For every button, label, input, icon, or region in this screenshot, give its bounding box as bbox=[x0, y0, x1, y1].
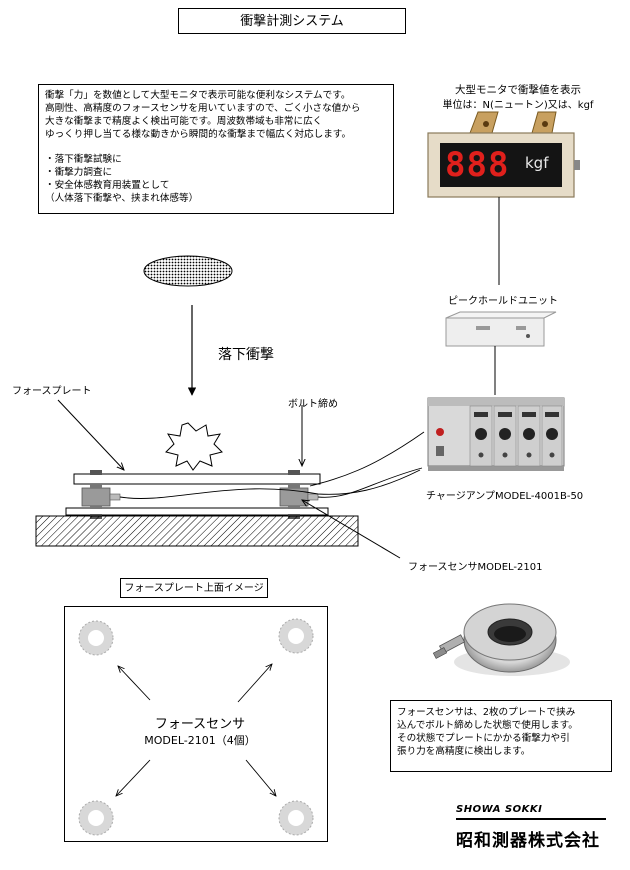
bottom-plate bbox=[65, 507, 329, 516]
sensor-center-label: フォースセンサ bbox=[154, 717, 246, 732]
company-logo bbox=[456, 818, 606, 820]
ground-base bbox=[35, 515, 359, 547]
arrow-to-bottom-left bbox=[116, 759, 151, 796]
sensor-note-line: その状態でプレートにかかる衝撃力や引 bbox=[397, 733, 570, 744]
monitor-unit-caption: 単位は：N(ニュートン)又は、kgf bbox=[442, 100, 594, 111]
force-plate-top-view bbox=[64, 606, 328, 842]
description-line: 大きな衝撃まで精度よく検出可能です。周波数帯域も非常に広く bbox=[45, 116, 323, 127]
corner-sensor-top-left bbox=[78, 620, 114, 656]
force-sensor-label: フォースセンサMODEL-2101 bbox=[408, 562, 543, 573]
top-plate bbox=[73, 473, 321, 485]
arrow-to-top-left bbox=[118, 666, 151, 701]
bullet-item: ・落下衝撃試験に bbox=[45, 154, 122, 165]
force-plate-label: フォースプレート bbox=[12, 386, 92, 397]
sensor-cable-2 bbox=[317, 467, 423, 498]
bullet-item: （人体落下衝撃や、挟まれ体感等） bbox=[45, 193, 199, 204]
description-box: 衝撃「力」を数値として大型モニタで表示可能な便利なシステムです。 高剛性、高精度… bbox=[38, 84, 394, 214]
charge-amplifier bbox=[427, 397, 565, 471]
force-sensor-pointer bbox=[302, 500, 401, 559]
company-name: 昭和測器株式会社 bbox=[456, 831, 600, 851]
falling-object bbox=[143, 255, 233, 287]
large-monitor bbox=[427, 111, 580, 198]
force-plate-pointer bbox=[57, 399, 124, 470]
drop-label: 落下衝撃 bbox=[218, 347, 274, 363]
force-sensor-photo bbox=[416, 582, 610, 688]
sensor-note-box: フォースセンサは、2枚のプレートで挟み 込んでボルト締めした状態で使用します。 … bbox=[390, 700, 612, 772]
impact-burst-icon bbox=[165, 422, 223, 471]
monitor-display bbox=[440, 143, 562, 187]
monitor-caption: 大型モニタで衝撃値を表示 bbox=[455, 84, 581, 96]
corner-sensor-top-right bbox=[278, 618, 314, 654]
sensor-cable-1 bbox=[119, 469, 421, 499]
charge-amp-label: チャージアンプMODEL-4001B-50 bbox=[426, 491, 584, 502]
monitor-unit: kgf bbox=[525, 154, 549, 172]
company-brand: SHOWA SOKKI bbox=[456, 804, 543, 815]
bullet-item: ・安全体感教育用装置として bbox=[45, 180, 170, 191]
bullet-item: ・衝撃力調査に bbox=[45, 167, 113, 178]
force-plate-top-label: フォースプレート上面イメージ bbox=[120, 578, 268, 598]
monitor-digits: 888 bbox=[445, 145, 510, 185]
page-title: 衝撃計測システム bbox=[178, 8, 406, 34]
corner-sensor-bottom-right bbox=[278, 800, 314, 836]
force-plate-assembly bbox=[35, 470, 359, 547]
sensor-note-line: 張り力を高精度に検出します。 bbox=[397, 746, 531, 757]
bolt-label: ボルト締め bbox=[288, 399, 338, 410]
description-line: 衝撃「力」を数値として大型モニタで表示可能な便利なシステムです。 bbox=[45, 90, 351, 101]
sensor-center-model: MODEL-2101（4個） bbox=[144, 734, 256, 747]
description-line: 高剛性、高精度のフォースセンサを用いていますので、ごく小さな値から bbox=[45, 103, 361, 114]
description-line: ゆっくり押し当てる様な動きから瞬間的な衝撃まで幅広く対応します。 bbox=[45, 129, 352, 140]
sensor-note-line: 込んでボルト締めした状態で使用します。 bbox=[397, 720, 578, 731]
sensor-left bbox=[81, 487, 111, 507]
arrow-to-bottom-right bbox=[245, 759, 276, 796]
arrow-to-top-right bbox=[237, 664, 272, 703]
corner-sensor-bottom-left bbox=[78, 800, 114, 836]
peak-hold-unit bbox=[445, 311, 557, 347]
sensor-note-line: フォースセンサは、2枚のプレートで挟み bbox=[397, 707, 576, 718]
amp-input-cable bbox=[309, 431, 425, 487]
peak-hold-label: ピークホールドユニット bbox=[448, 296, 558, 307]
